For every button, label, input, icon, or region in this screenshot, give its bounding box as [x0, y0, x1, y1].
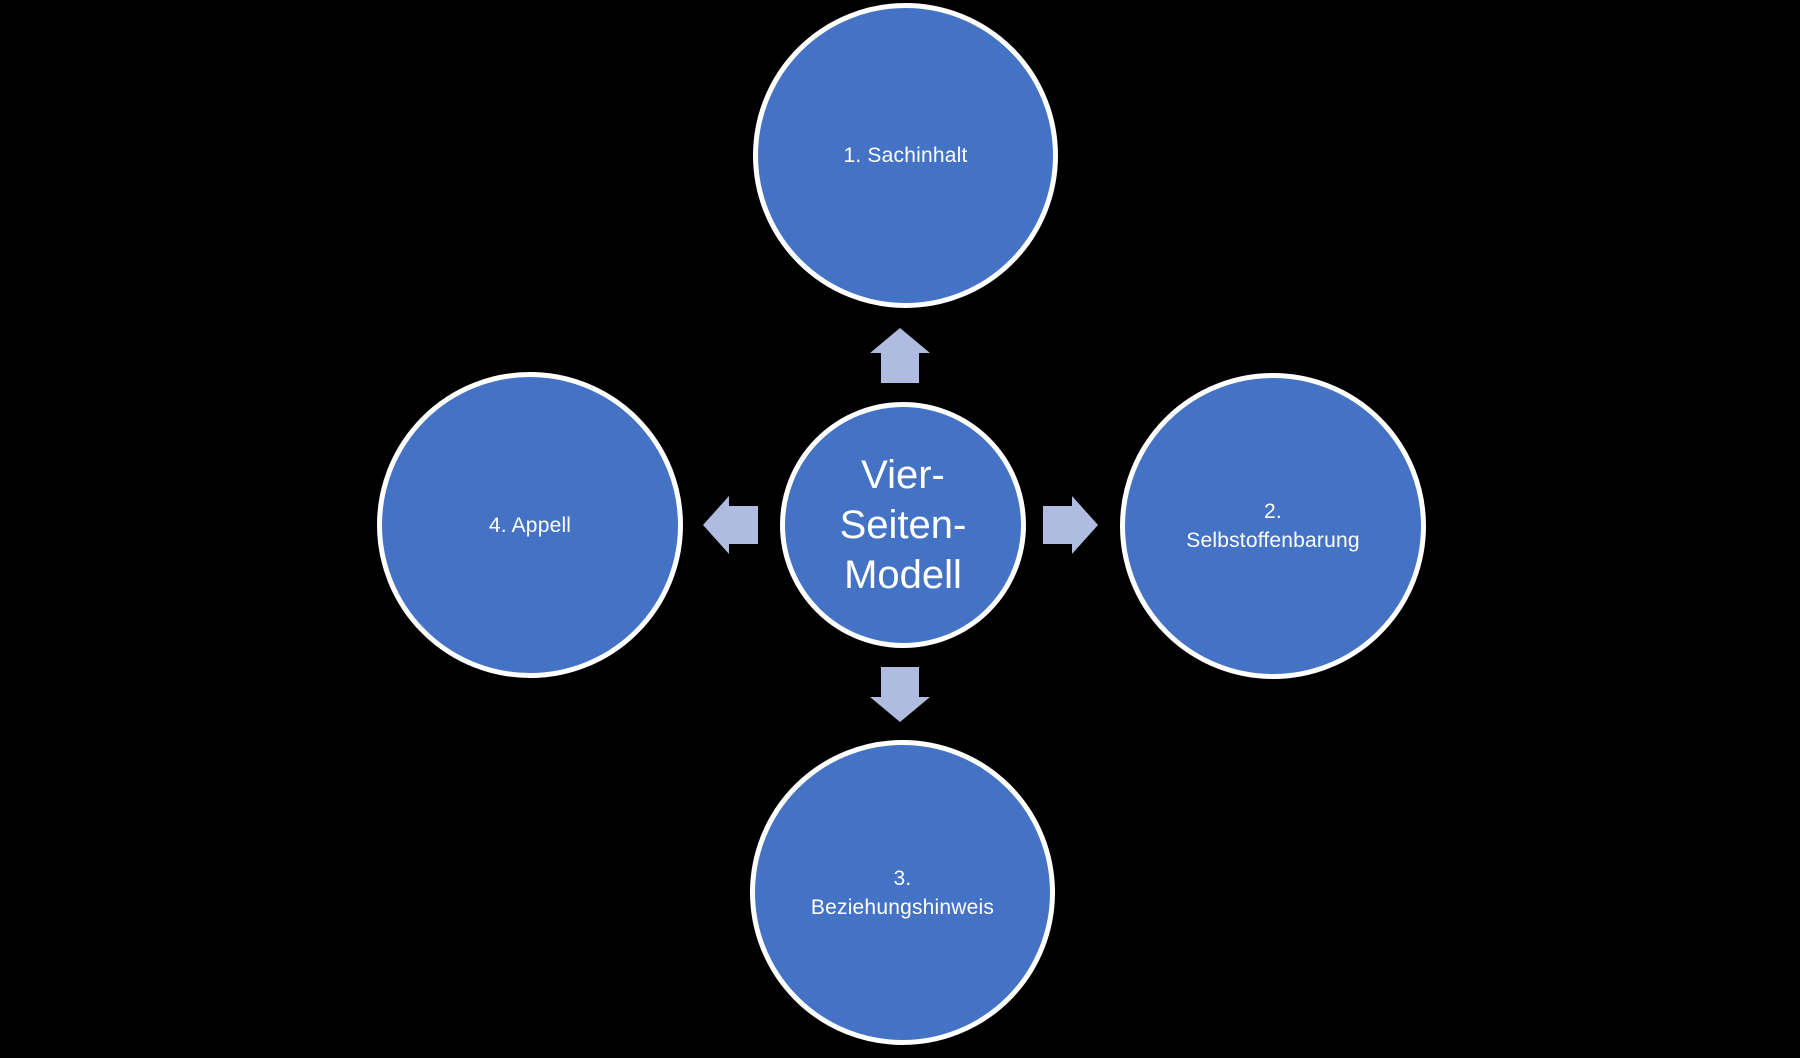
node-beziehungshinweis: 3. Beziehungshinweis — [750, 740, 1055, 1045]
node-beziehungshinweis-line-1: 3. — [893, 866, 912, 890]
node-appell: 4. Appell — [377, 372, 683, 678]
node-vier-seiten-modell: Vier- Seiten- Modell — [780, 402, 1026, 648]
center-title-line-3: Modell — [844, 553, 962, 597]
arrow-left-icon — [703, 496, 758, 554]
center-title: Vier- Seiten- Modell — [785, 450, 1021, 600]
center-title-line-2: Seiten- — [839, 503, 967, 547]
node-appell-label: 4. Appell — [382, 511, 678, 540]
node-sachinhalt: 1. Sachinhalt — [753, 3, 1058, 308]
node-selbstoffenbarung-line-2: Selbstoffenbarung — [1186, 529, 1360, 552]
node-beziehungshinweis-label: 3. Beziehungshinweis — [755, 864, 1050, 922]
node-sachinhalt-label: 1. Sachinhalt — [758, 141, 1053, 170]
node-sachinhalt-line-1: 1. Sachinhalt — [843, 144, 968, 167]
arrow-right-icon — [1043, 496, 1098, 554]
arrow-up-icon — [870, 328, 930, 383]
center-title-line-1: Vier- — [861, 453, 945, 497]
node-selbstoffenbarung-line-1: 2. — [1264, 500, 1282, 523]
node-selbstoffenbarung-label: 2. Selbstoffenbarung — [1125, 497, 1421, 555]
node-appell-line-1: 4. Appell — [488, 513, 572, 537]
arrow-down-icon — [870, 667, 930, 722]
node-beziehungshinweis-line-2: Beziehungshinweis — [810, 895, 995, 919]
node-selbstoffenbarung: 2. Selbstoffenbarung — [1120, 373, 1426, 679]
